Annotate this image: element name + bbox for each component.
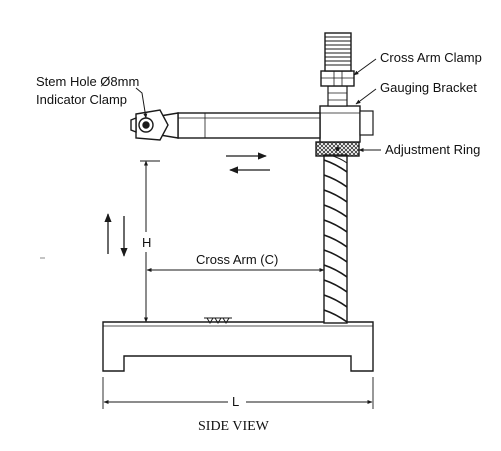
gauging-bracket-block xyxy=(319,105,361,143)
gauging-bracket-label: Gauging Bracket xyxy=(380,80,477,95)
surface-finish-triangles-icon xyxy=(204,317,232,324)
stem-hole-leader xyxy=(135,87,148,119)
double-horizontal-arrow-icon xyxy=(226,152,270,174)
leader-lines xyxy=(135,58,381,152)
cross-arm-tube xyxy=(177,112,321,139)
adjustment-ring-center xyxy=(335,147,340,151)
base-body xyxy=(102,321,374,372)
column xyxy=(315,32,374,324)
double-vertical-arrow-icon xyxy=(104,213,128,257)
view-title: SIDE VIEW xyxy=(198,419,270,434)
cross-arm-label: Cross Arm (C) xyxy=(196,252,278,267)
gauging-bracket-leader xyxy=(355,88,377,105)
height-dimension xyxy=(140,160,160,323)
base xyxy=(102,321,374,372)
length-label: L xyxy=(232,394,239,409)
stem-hole-label: Stem Hole Ø8mm xyxy=(36,74,139,89)
upper-column-stem xyxy=(327,85,348,107)
cross-arm-clamp-nut xyxy=(320,70,355,87)
cross-arm-clamp-leader xyxy=(353,58,377,76)
length-dimension xyxy=(102,377,374,409)
indicator-clamp-label: Indicator Clamp xyxy=(36,92,127,107)
helical-groove xyxy=(324,155,347,323)
gauging-bracket-stub xyxy=(359,110,374,136)
cross-arm-clamp-label: Cross Arm Clamp xyxy=(380,50,482,65)
cross-arm xyxy=(130,109,321,141)
height-label: H xyxy=(142,235,151,250)
adjustment-ring-label: Adjustment Ring xyxy=(385,142,480,157)
